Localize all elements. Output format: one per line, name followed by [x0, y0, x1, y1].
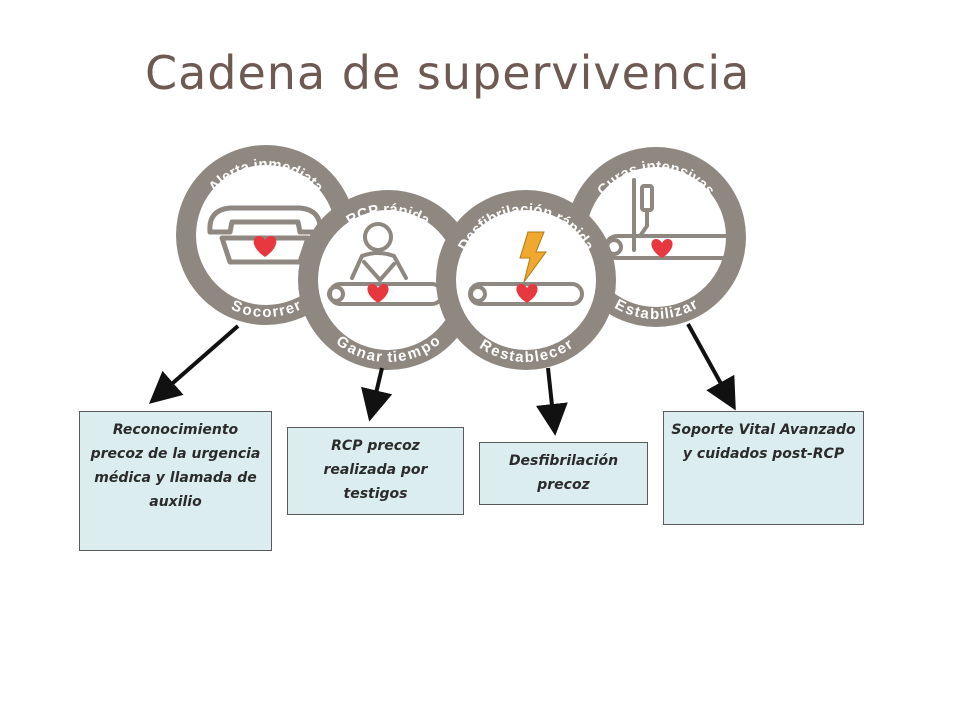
step-box-recognition: Reconocimiento precoz de la urgencia méd…: [79, 411, 272, 551]
step-box-defibrillation: Desfibrilación precoz: [479, 442, 648, 505]
step-box-text: Desfibrilación precoz: [508, 453, 619, 493]
iv-drip-icon: [604, 178, 742, 260]
heart-icon: [651, 239, 673, 258]
defibrillation-icon: [468, 231, 584, 306]
heart-icon: [253, 236, 277, 257]
step-box-text: Soporte Vital Avanzado y cuidados post-R…: [671, 422, 856, 462]
connector-arrows: [148, 323, 736, 436]
arrow-to-box-3: [535, 367, 568, 436]
ring-rcp-rapida: [298, 190, 478, 370]
heart-icon: [516, 284, 538, 303]
step-box-text: RCP precoz realizada por testigos: [323, 438, 428, 502]
step-box-cpr: RCP precoz realizada por testigos: [287, 427, 464, 515]
step-box-advanced-life-support: Soporte Vital Avanzado y cuidados post-R…: [663, 411, 864, 525]
page-title: Cadena de supervivencia: [145, 46, 751, 100]
arrow-to-box-1: [148, 324, 240, 404]
step-box-text: Reconocimiento precoz de la urgencia méd…: [90, 422, 261, 510]
phone-icon: [207, 205, 323, 265]
arrow-to-box-2: [361, 367, 393, 422]
arrow-to-box-4: [686, 323, 736, 411]
heart-icon: [367, 284, 389, 303]
lightning-bolt-icon: [519, 231, 547, 283]
cpr-icon: [327, 222, 444, 306]
